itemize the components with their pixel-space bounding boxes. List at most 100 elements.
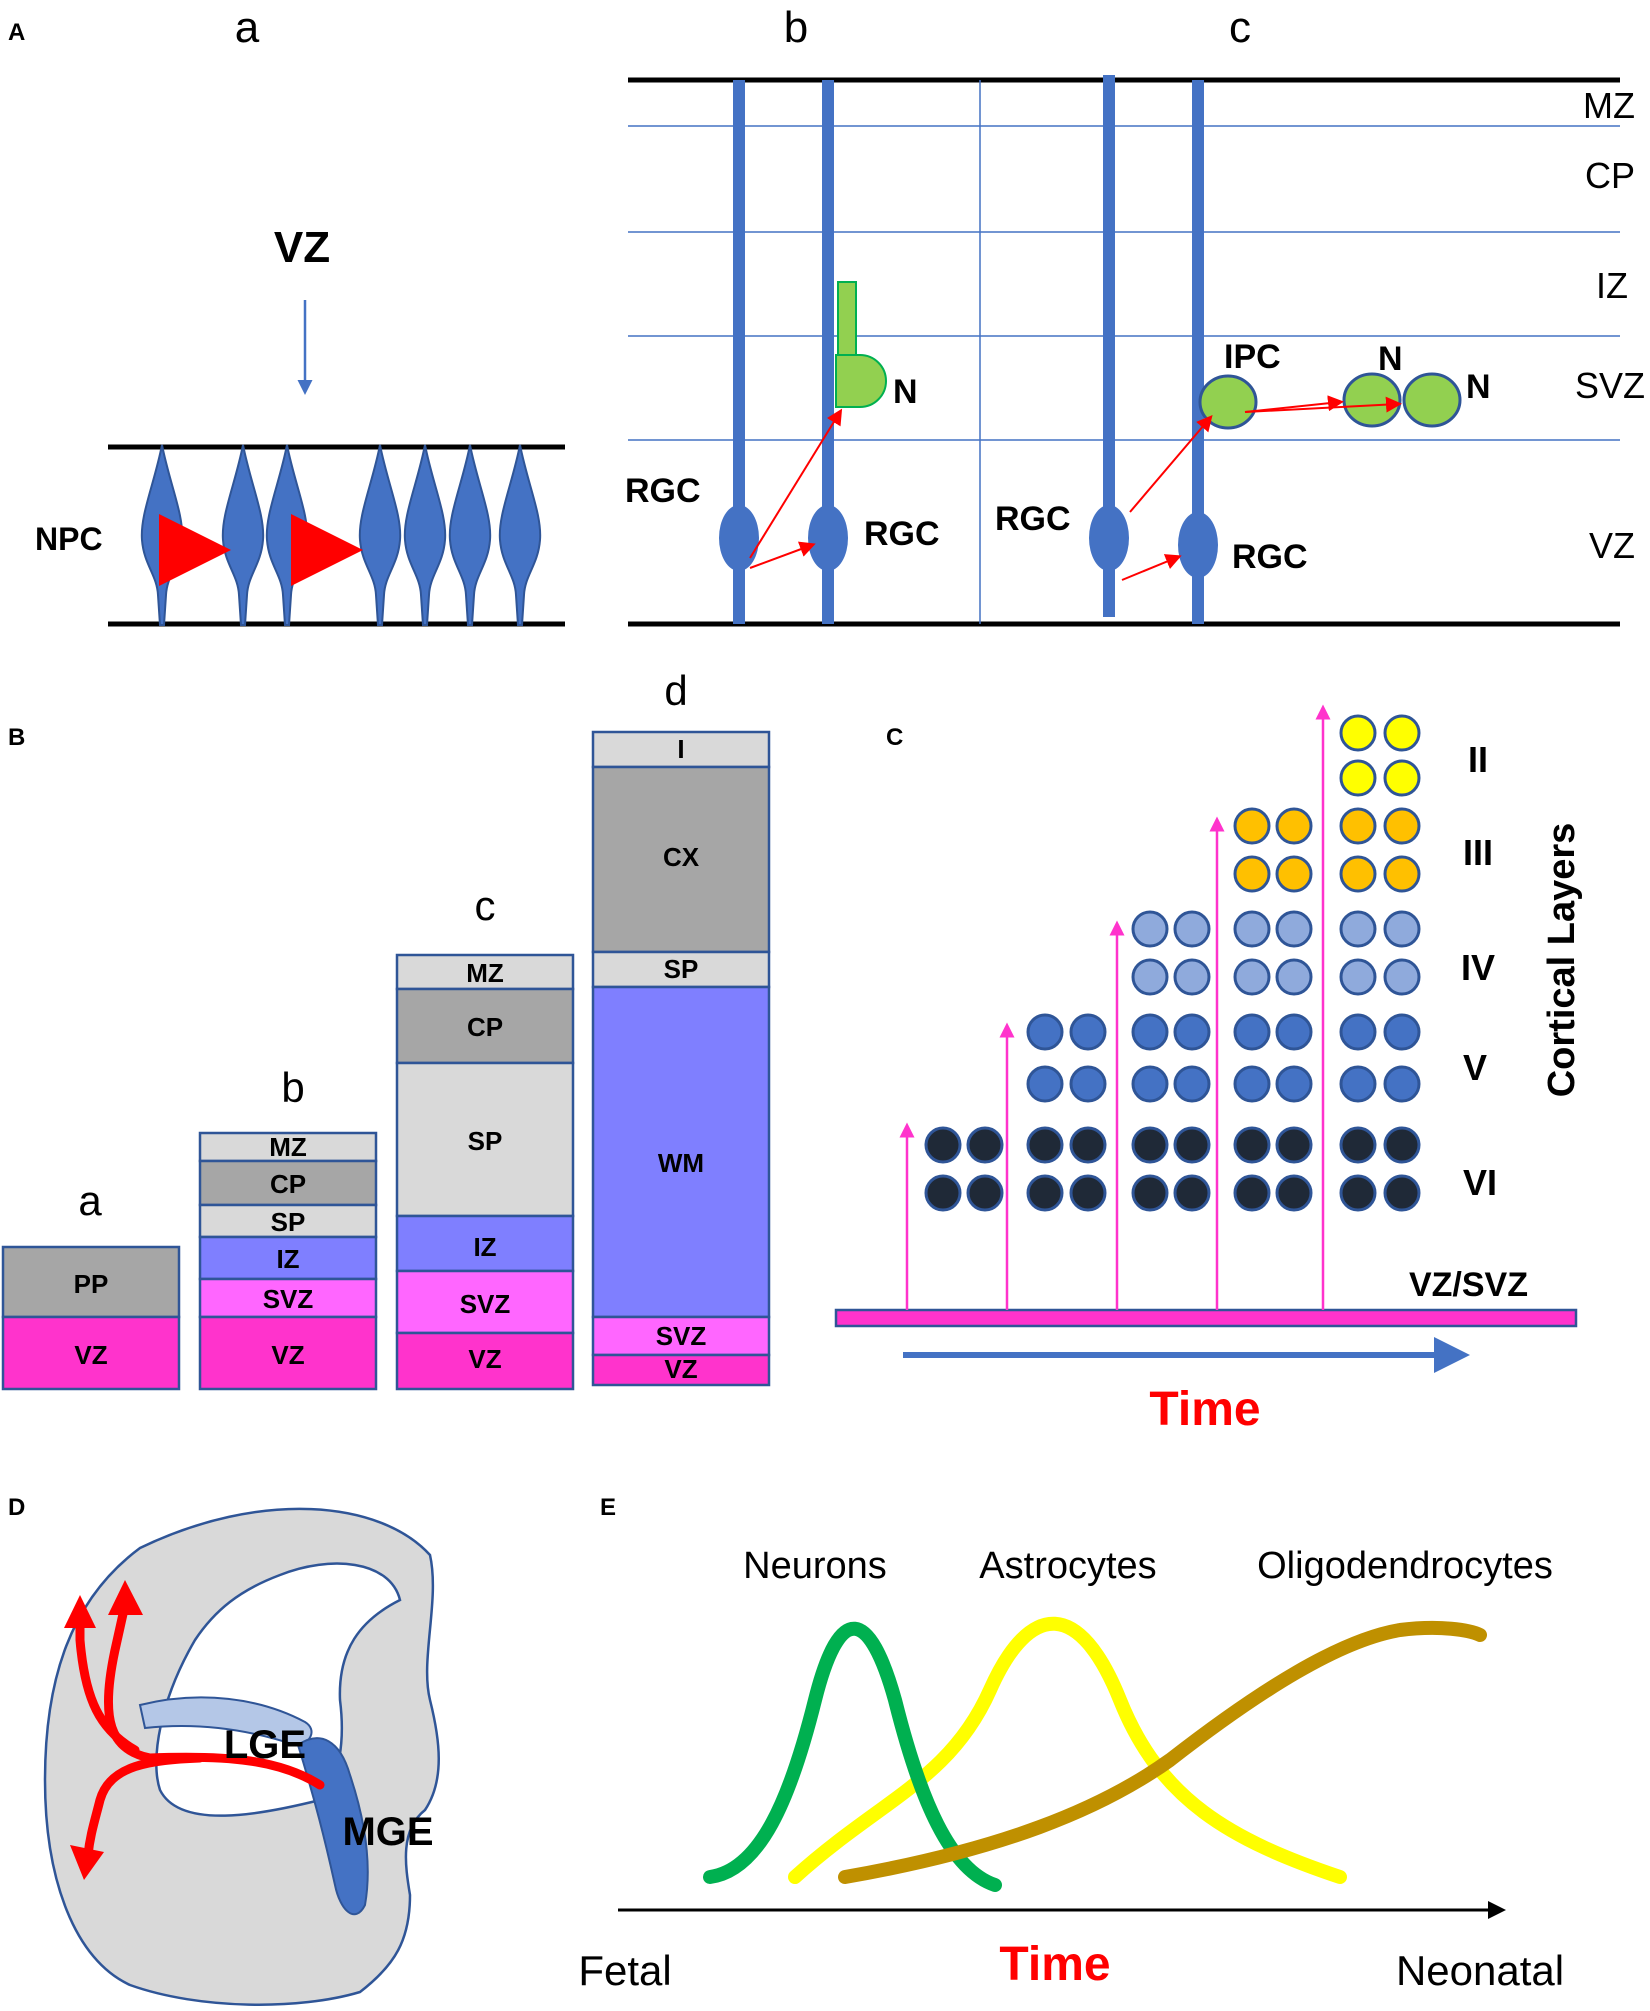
layer-label-vz: VZ bbox=[1589, 525, 1635, 566]
layer-column-d: I CX SP WM SVZ VZ bbox=[591, 730, 771, 1387]
neuron-dot bbox=[1383, 714, 1421, 752]
npc-cell bbox=[498, 444, 542, 626]
neuron-dot bbox=[1275, 1065, 1313, 1103]
arrowhead bbox=[64, 1595, 96, 1628]
neuron-label-c2: N bbox=[1466, 368, 1491, 406]
neuron-dot bbox=[1173, 1065, 1211, 1103]
panel-label-c: C bbox=[886, 724, 903, 751]
layer-box-cp bbox=[198, 1159, 378, 1207]
layer-label-v: V bbox=[1463, 1047, 1487, 1088]
lge-region bbox=[138, 1696, 313, 1747]
layer-label-iii: III bbox=[1463, 832, 1493, 873]
ipc-arrow bbox=[1129, 414, 1213, 513]
neuron-dot bbox=[1275, 1126, 1313, 1164]
rgc-fiber bbox=[1103, 75, 1115, 617]
time-label-c: Time bbox=[1149, 1383, 1260, 1436]
neuron-dot bbox=[1383, 1126, 1421, 1164]
layer-box-svz bbox=[591, 1315, 771, 1357]
curve-label-neurons: Neurons bbox=[743, 1545, 887, 1587]
neuron-dot bbox=[1275, 1013, 1313, 1051]
npc-cell bbox=[265, 444, 309, 626]
panel-label-e: E bbox=[600, 1494, 616, 1521]
ipc-cell bbox=[1198, 374, 1258, 430]
neuron-dot bbox=[1131, 958, 1169, 996]
neuron-dot bbox=[1339, 958, 1377, 996]
layer-box-mz bbox=[395, 953, 575, 991]
layer-box-cp bbox=[395, 987, 575, 1065]
neuron-dot bbox=[1233, 807, 1271, 845]
npc-cell bbox=[140, 444, 184, 626]
neuron-dot bbox=[1233, 1065, 1271, 1103]
layer-label: MZ bbox=[466, 958, 504, 988]
neuron-dot bbox=[1339, 910, 1377, 948]
neuron-label-c1: N bbox=[1378, 340, 1403, 378]
rgc-soma bbox=[1178, 512, 1218, 578]
rgc-soma bbox=[1089, 505, 1129, 571]
layer-label: CX bbox=[663, 842, 700, 872]
mge-label: MGE bbox=[342, 1810, 433, 1854]
neuron-dot bbox=[1069, 1126, 1107, 1164]
neuron-dot bbox=[1131, 910, 1169, 948]
layer-label-iz: IZ bbox=[1596, 265, 1628, 306]
neuron-dot bbox=[1339, 714, 1377, 752]
neuron-dot bbox=[1173, 1174, 1211, 1212]
cortical-layer-dots bbox=[924, 714, 1421, 1212]
column-letter-c: c bbox=[475, 882, 496, 929]
rgc-label-b2: RGC bbox=[864, 515, 940, 553]
neuron-dot bbox=[1233, 910, 1271, 948]
layer-box-vz bbox=[1, 1315, 181, 1391]
rgc-division-arrow bbox=[1121, 554, 1182, 581]
rgc-fiber bbox=[1192, 80, 1204, 624]
layer-box-svz bbox=[395, 1269, 575, 1335]
neuron-dot bbox=[1339, 855, 1377, 893]
rgc-label-c1: RGC bbox=[995, 500, 1071, 538]
layer-label-ii: II bbox=[1468, 739, 1488, 780]
layer-box-sp bbox=[591, 950, 771, 989]
sub-label-b: b bbox=[784, 3, 808, 52]
neuron-dot bbox=[1275, 958, 1313, 996]
layer-label-vi: VI bbox=[1463, 1162, 1497, 1203]
neuron-dot bbox=[1383, 1174, 1421, 1212]
neuron-dot bbox=[1026, 1065, 1064, 1103]
neuron-dot bbox=[1173, 958, 1211, 996]
panel-e: E Neurons Astrocytes Oligodendrocytes Fe… bbox=[578, 1494, 1564, 1994]
npc-cells bbox=[140, 444, 542, 626]
layer-box-iz bbox=[395, 1214, 575, 1273]
layer-box-vz bbox=[395, 1331, 575, 1391]
neuron-dot bbox=[1069, 1013, 1107, 1051]
layer-box-sp bbox=[395, 1061, 575, 1218]
layer-box-sp bbox=[198, 1203, 378, 1239]
panel-a: A a b c VZ NPC MZ CP IZ SVZ bbox=[8, 3, 1645, 627]
layer-label-svz: SVZ bbox=[1575, 365, 1645, 406]
layer-column-a: PP VZ bbox=[1, 1245, 181, 1391]
neuron-cell-c2 bbox=[1402, 372, 1462, 428]
neuron-dot bbox=[924, 1174, 962, 1212]
neuron-dot bbox=[1339, 807, 1377, 845]
vz-top-label: VZ bbox=[274, 223, 330, 272]
vz-svz-label: VZ/SVZ bbox=[1409, 1266, 1528, 1304]
neuron-dot bbox=[1131, 1126, 1169, 1164]
layer-label: SVZ bbox=[263, 1284, 314, 1314]
neuron-dot bbox=[1026, 1174, 1064, 1212]
time-label-e: Time bbox=[999, 1938, 1110, 1991]
layer-label: CP bbox=[467, 1012, 503, 1042]
neuron-dot bbox=[1383, 807, 1421, 845]
neuron-dot bbox=[1069, 1065, 1107, 1103]
cortical-layers-axis-title: Cortical Layers bbox=[1541, 823, 1583, 1098]
neuron-dot bbox=[1383, 855, 1421, 893]
neurogenesis-arrow bbox=[749, 408, 843, 559]
neuron-dot bbox=[966, 1174, 1004, 1212]
neuron-dot bbox=[1275, 910, 1313, 948]
npc-cell bbox=[403, 444, 447, 626]
migration-paths bbox=[75, 1600, 325, 1860]
layer-label-cp: CP bbox=[1585, 155, 1635, 196]
sub-label-a: a bbox=[235, 3, 260, 52]
neuron-dot bbox=[1069, 1174, 1107, 1212]
layer-column-c: MZ CP SP IZ SVZ VZ bbox=[395, 953, 575, 1391]
neuron-dot bbox=[1233, 855, 1271, 893]
neuron-dot bbox=[1026, 1013, 1064, 1051]
neuron-dot bbox=[1233, 1126, 1271, 1164]
neuron-dot bbox=[924, 1126, 962, 1164]
curve-label-oligodendrocytes: Oligodendrocytes bbox=[1257, 1545, 1553, 1587]
